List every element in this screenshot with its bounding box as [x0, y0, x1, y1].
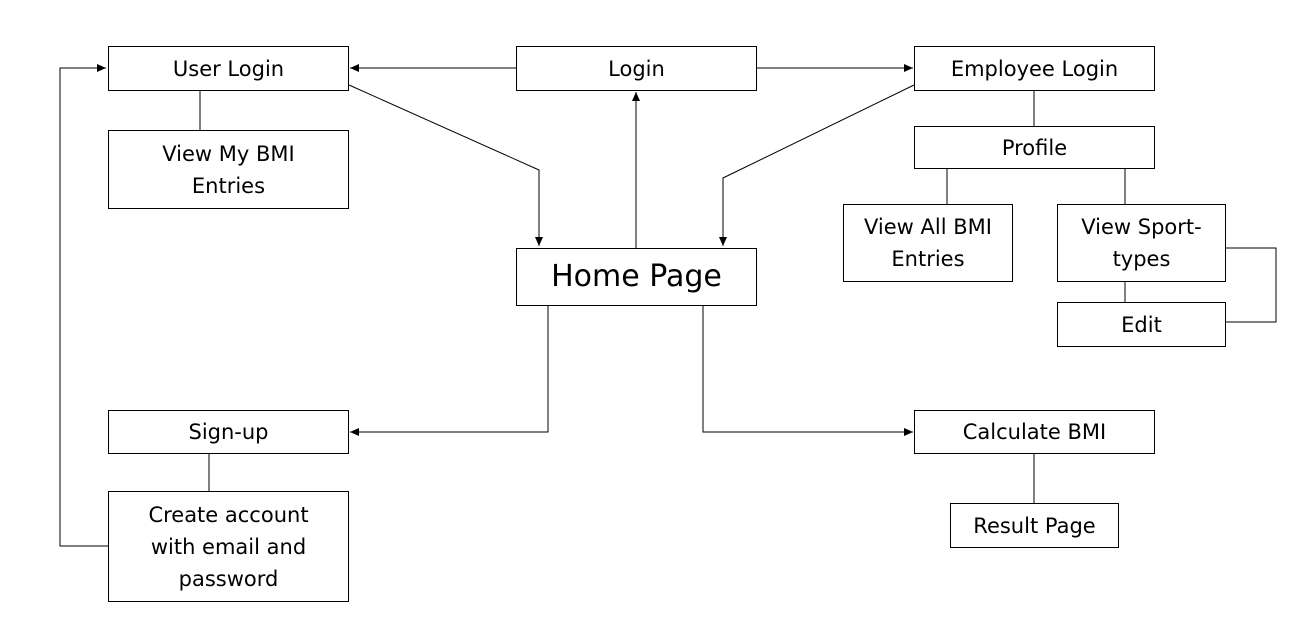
view-all-bmi-box[interactable]: View All BMI Entries — [843, 204, 1013, 282]
view-my-bmi-box[interactable]: View My BMI Entries — [108, 130, 349, 209]
edge-home-to-calculate-bmi — [702, 306, 913, 436]
edge-employee-login-to-home — [719, 84, 915, 246]
home-page-box[interactable]: Home Page — [516, 248, 757, 306]
edge-create-account-to-user-login — [59, 64, 108, 547]
edge-home-to-signup — [350, 306, 549, 436]
create-account-box[interactable]: Create account with email and password — [108, 491, 349, 602]
employee-login-box[interactable]: Employee Login — [914, 46, 1155, 91]
login-box[interactable]: Login — [516, 46, 757, 91]
user-login-box[interactable]: User Login — [108, 46, 349, 91]
edge-sport-types-edit-loop — [1225, 247, 1277, 323]
signup-box[interactable]: Sign-up — [108, 410, 349, 454]
calculate-bmi-box[interactable]: Calculate BMI — [914, 410, 1155, 454]
view-sport-types-box[interactable]: View Sport- types — [1057, 204, 1226, 282]
result-page-box[interactable]: Result Page — [950, 503, 1119, 548]
edit-box[interactable]: Edit — [1057, 302, 1226, 347]
profile-box[interactable]: Profile — [914, 126, 1155, 169]
edge-user-login-to-home — [348, 84, 543, 246]
